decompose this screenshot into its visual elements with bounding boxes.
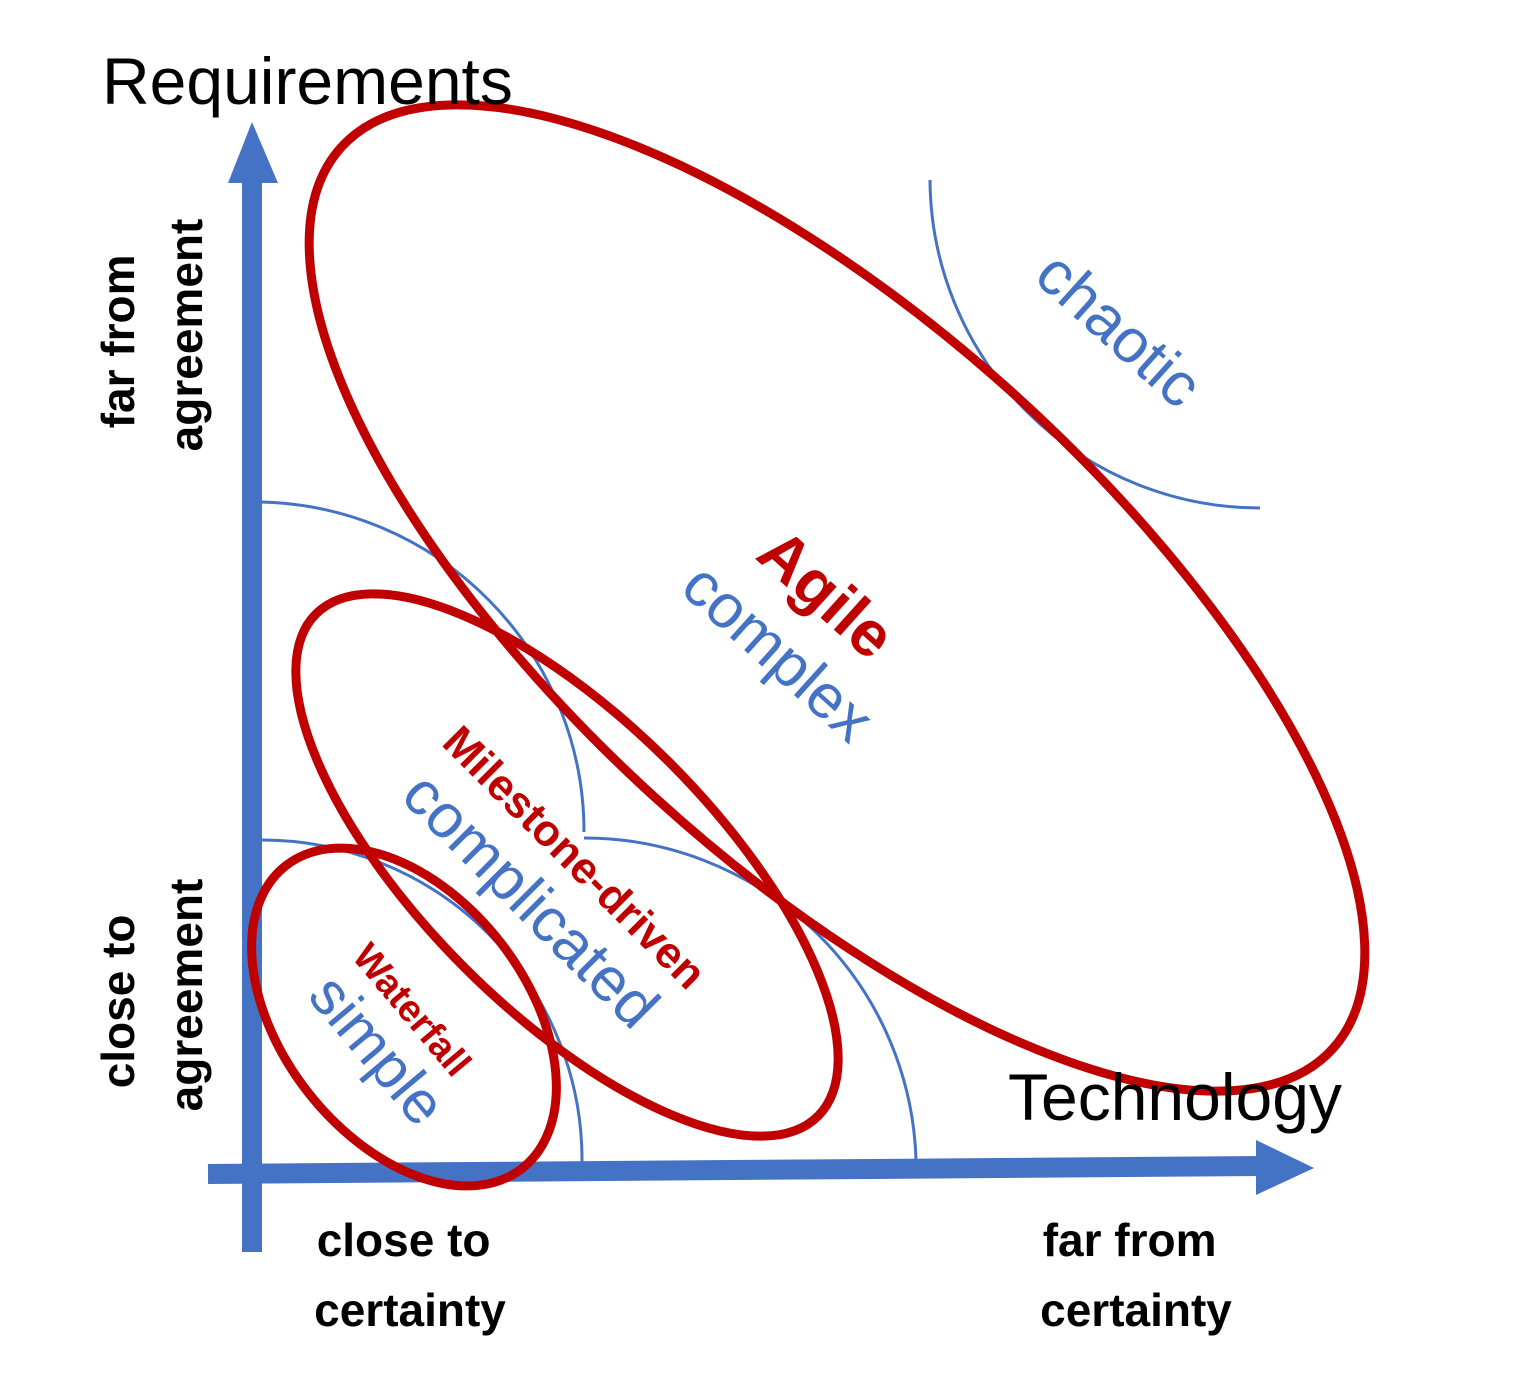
x-axis-high-label-line-1: far from bbox=[1043, 1214, 1217, 1266]
x-axis-low-label: close to certainty bbox=[314, 1214, 506, 1336]
x-axis-high-label: far from certainty bbox=[1040, 1214, 1232, 1336]
y-axis-low-label-line-2: agreement bbox=[160, 879, 212, 1112]
agile-ellipse bbox=[304, 100, 1370, 1096]
y-axis-high-label-line-1: far from bbox=[92, 254, 144, 428]
y-axis-high-label-line-2: agreement bbox=[160, 219, 212, 452]
y-axis-high-label: far from agreement bbox=[92, 219, 212, 452]
y-axis-low-label-line-1: close to bbox=[92, 914, 144, 1088]
milestone-driven-ellipse bbox=[291, 589, 843, 1141]
y-axis-title: Requirements bbox=[102, 44, 513, 118]
x-axis-arrowhead bbox=[1256, 1140, 1314, 1195]
complicated-boundary-arc bbox=[259, 500, 586, 833]
complex-boundary-arc bbox=[583, 836, 918, 1161]
domain-label-chaotic: chaotic bbox=[1023, 238, 1215, 421]
x-axis-high-label-line-2: certainty bbox=[1040, 1284, 1232, 1336]
x-axis-low-label-line-2: certainty bbox=[314, 1284, 506, 1336]
waterfall-ellipse bbox=[247, 843, 561, 1191]
x-axis-line bbox=[207, 1156, 1263, 1184]
x-axis-title: Technology bbox=[1008, 1060, 1342, 1134]
x-axis-low-label-line-1: close to bbox=[317, 1214, 491, 1266]
y-axis-arrowhead bbox=[228, 122, 278, 183]
y-axis-low-label: close to agreement bbox=[92, 879, 212, 1112]
